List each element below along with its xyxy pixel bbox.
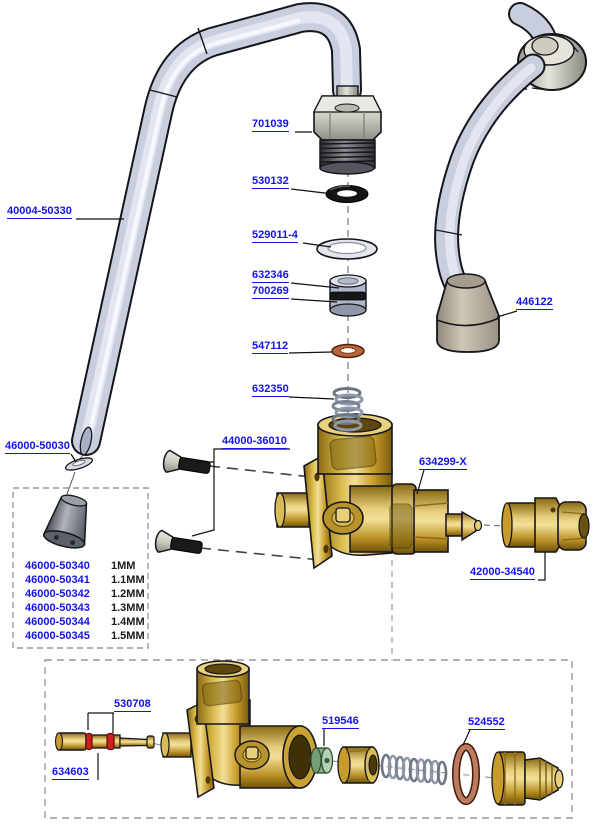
valve-body — [274, 413, 483, 570]
part-link-spout[interactable]: 40004-50330 — [7, 205, 72, 219]
part-link-inlet-fitting[interactable]: 701039 — [252, 118, 289, 132]
seal-retainer — [329, 274, 367, 317]
tip-size: 1MM — [111, 560, 136, 572]
valve-stem — [54, 732, 155, 751]
hose-assembly — [434, 2, 587, 353]
part-link-spring-upper[interactable]: 632350 — [252, 383, 289, 397]
part-link-seal-oring[interactable]: 700269 — [252, 285, 289, 299]
tip-part-link[interactable]: 46000-50343 — [25, 602, 90, 614]
spring-upper — [331, 387, 364, 432]
tip-size: 1.3MM — [111, 602, 145, 614]
oring-lower — [452, 743, 480, 805]
tip-part-link[interactable]: 46000-50341 — [25, 574, 90, 586]
steam-tip — [42, 494, 88, 549]
part-link-oring-lower[interactable]: 524552 — [468, 716, 505, 730]
spring-lower — [380, 753, 448, 786]
lower-assembly-box — [44, 659, 573, 819]
part-link-valve-stem[interactable]: 634603 — [52, 766, 89, 780]
part-link-seal-retainer[interactable]: 632346 — [252, 269, 289, 283]
part-link-hose-cone[interactable]: 446122 — [516, 296, 553, 310]
part-link-stem-orings[interactable]: 530708 — [114, 698, 151, 712]
mounting-screw-bottom — [154, 529, 203, 554]
lower-valve-body — [160, 660, 318, 799]
tip-part-link[interactable]: 46000-50344 — [25, 616, 90, 628]
tip-part-link[interactable]: 46000-50345 — [25, 630, 90, 642]
tip-gasket — [64, 457, 94, 471]
part-link-oring-upper[interactable]: 530132 — [252, 175, 289, 189]
seal-disc — [310, 747, 334, 774]
tip-size: 1.5MM — [111, 630, 145, 642]
part-link-valve-body[interactable]: 634299-X — [419, 456, 467, 470]
copper-washer — [331, 343, 365, 359]
lower-nut — [337, 746, 380, 784]
tip-part-link[interactable]: 46000-50340 — [25, 560, 90, 572]
part-link-seal-disc[interactable]: 519546 — [322, 715, 359, 729]
tip-size: 1.4MM — [111, 616, 145, 628]
outlet-fitting — [501, 497, 590, 553]
lower-fitting — [491, 751, 564, 806]
part-link-tip-gasket[interactable]: 46000-50030 — [5, 440, 70, 454]
tip-size: 1.2MM — [111, 588, 145, 600]
part-link-mounting-screws[interactable]: 44000-36010 — [222, 435, 287, 449]
mounting-screw-top — [162, 449, 211, 474]
part-link-copper-washer[interactable]: 547112 — [252, 340, 289, 354]
leader-lines — [70, 131, 546, 780]
spout-pipe — [71, 2, 362, 456]
flat-washer — [316, 238, 378, 260]
oring-upper — [325, 185, 369, 203]
tip-size: 1.1MM — [111, 574, 145, 586]
tip-part-link[interactable]: 46000-50342 — [25, 588, 90, 600]
tip-options-box — [12, 487, 149, 649]
part-link-flat-washer[interactable]: 529011-4 — [252, 229, 298, 243]
inlet-fitting — [313, 85, 382, 175]
screw-leader-dashes — [199, 465, 321, 561]
part-link-outlet-fitting[interactable]: 42000-34540 — [470, 566, 535, 580]
